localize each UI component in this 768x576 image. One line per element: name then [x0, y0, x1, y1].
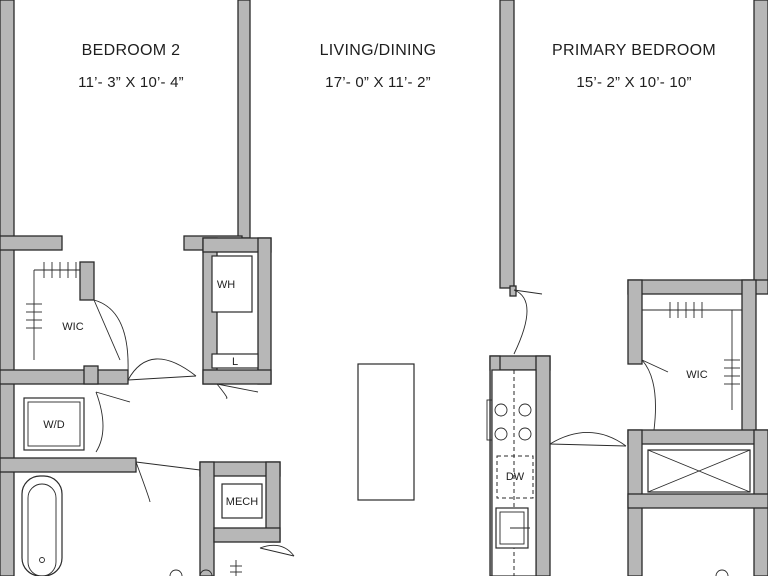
burner-icon	[518, 403, 532, 417]
linen-box	[211, 353, 259, 369]
closet-rods	[26, 262, 742, 410]
living-dims: 17’- 0” X 11’- 2”	[325, 74, 431, 91]
dishwasher-outline	[496, 455, 534, 499]
wic-right-label: WIC	[686, 369, 707, 381]
primary-name: PRIMARY BEDROOM	[552, 42, 716, 59]
linen-label: L	[232, 356, 238, 368]
wh-label: WH	[217, 279, 235, 291]
bedroom2-name: BEDROOM 2	[82, 42, 181, 59]
living-name: LIVING/DINING	[320, 42, 437, 59]
mech-box	[221, 483, 263, 519]
washer-dryer-label: W/D	[43, 419, 64, 431]
kitchen-island	[357, 363, 415, 501]
primary-dims: 15’- 2” X 10’- 10”	[576, 74, 691, 91]
bedroom2-dims: 11’- 3” X 10’- 4”	[78, 74, 184, 91]
fixtures	[21, 255, 751, 576]
burner-icon	[494, 427, 508, 441]
dishwasher-label: DW	[506, 471, 525, 483]
bathtub	[21, 475, 63, 576]
water-heater-box	[211, 255, 253, 313]
doors	[93, 289, 669, 557]
wic-left-label: WIC	[62, 321, 83, 333]
burner-icon	[494, 403, 508, 417]
mech-label: MECH	[226, 496, 258, 508]
washer-dryer-unit	[23, 397, 85, 451]
burner-icon	[518, 427, 532, 441]
